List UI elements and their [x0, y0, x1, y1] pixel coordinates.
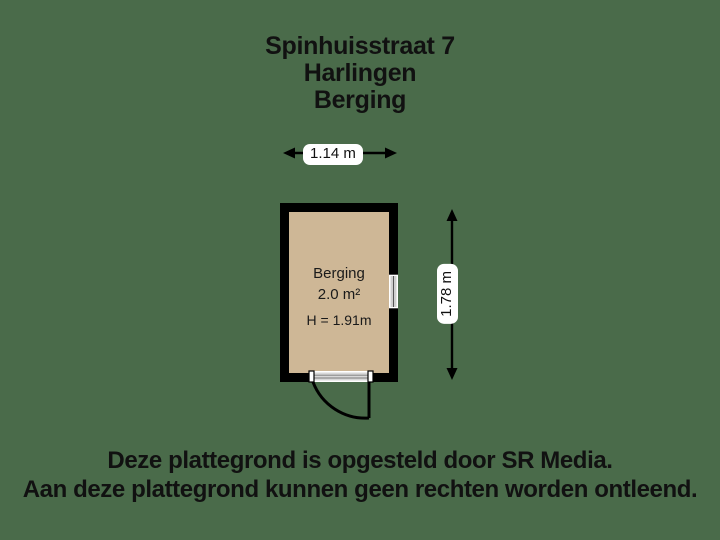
room-ceiling-height: H = 1.91m: [306, 312, 372, 328]
title-floor: Berging: [313, 86, 407, 114]
window-right-wall: [389, 273, 398, 310]
dimension-label-width: 1.14 m: [303, 144, 363, 165]
room-label-group: Berging 2.0 m² H = 1.91m: [281, 263, 397, 331]
dimension-label-height: 1.78 m: [437, 264, 458, 324]
dimension-arrow-down: [446, 368, 458, 380]
page-title: Spinhuisstraat 7 Harlingen Berging: [0, 33, 720, 114]
room-name: Berging: [313, 265, 365, 282]
dimension-arrow-up: [446, 209, 458, 221]
door-swing-arc: [311, 381, 371, 420]
dimension-arrow-right: [385, 147, 397, 159]
title-address: Spinhuisstraat 7: [265, 32, 455, 60]
room-area: 2.0 m²: [317, 286, 361, 303]
footer-line-2: Aan deze plattegrond kunnen geen rechten…: [22, 476, 698, 503]
footer-line-1: Deze plattegrond is opgesteld door SR Me…: [107, 447, 613, 474]
title-city: Harlingen: [303, 59, 417, 87]
dimension-arrow-left: [283, 147, 295, 159]
footer-disclaimer: Deze plattegrond is opgesteld door SR Me…: [0, 446, 720, 504]
door-bottom-wall: [308, 370, 374, 383]
room-floor-berging: [289, 212, 389, 373]
